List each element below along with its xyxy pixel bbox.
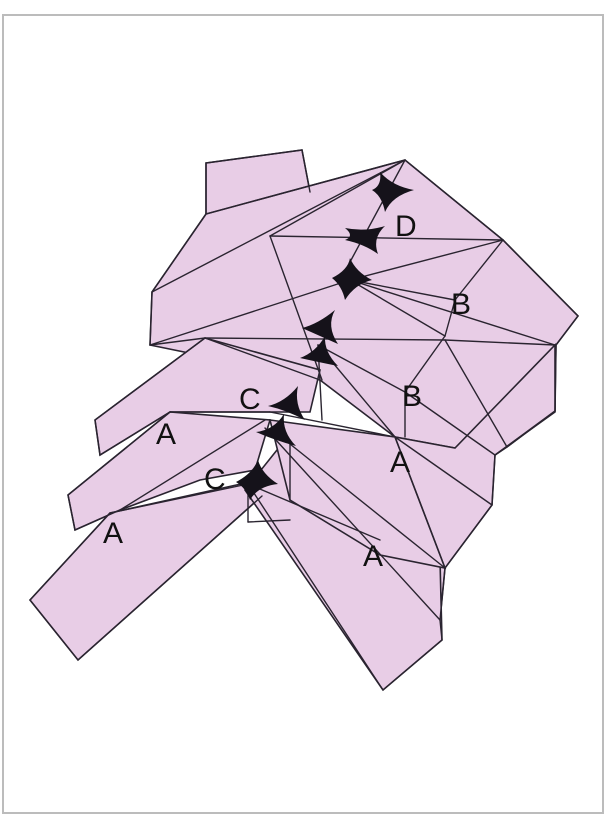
label-a1: A (156, 418, 176, 451)
label-c2: C (204, 463, 226, 496)
label-d: D (395, 210, 417, 243)
label-c1: C (239, 383, 261, 416)
label-b1: B (451, 288, 471, 321)
label-a3: A (103, 517, 123, 550)
label-a4: A (363, 540, 383, 573)
label-b2: B (402, 380, 422, 413)
label-a2: A (390, 446, 410, 479)
